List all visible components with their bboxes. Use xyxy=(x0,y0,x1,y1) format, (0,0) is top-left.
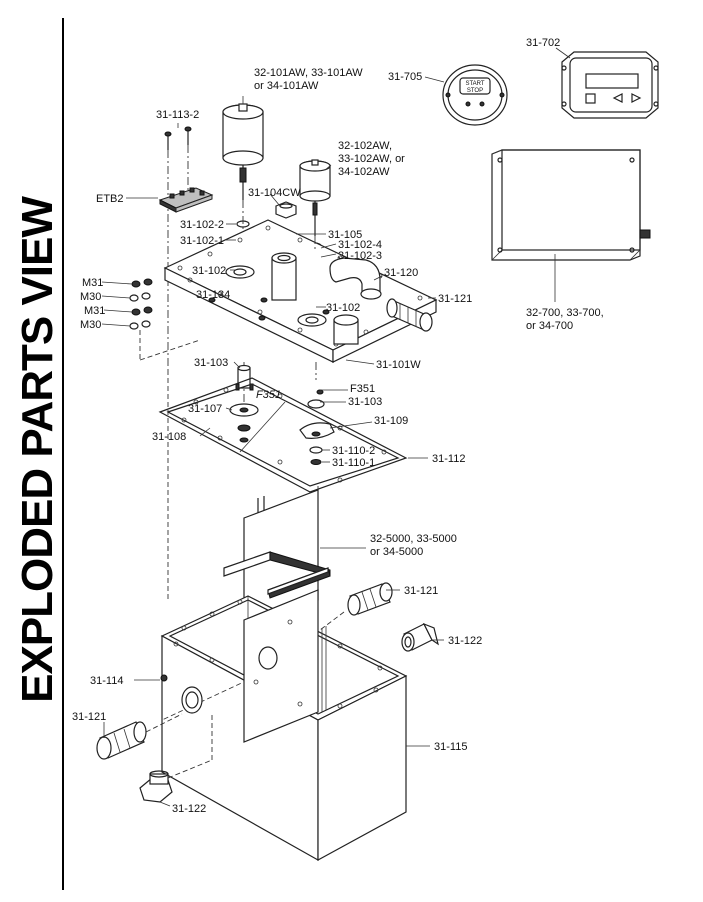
label-31-122-mid: 31-122 xyxy=(448,635,482,647)
label-m30-b: M30 xyxy=(80,319,101,331)
baffle-assembly xyxy=(223,486,331,629)
label-31-102-2: 31-102-2 xyxy=(180,219,224,231)
label-31-104cw: 31-104CW xyxy=(248,187,301,199)
label-motor-small-2: 33-102AW, or xyxy=(338,153,405,165)
bolts-31-113-2 xyxy=(164,126,192,370)
plug-31-122-mid xyxy=(401,622,439,652)
controller-box xyxy=(491,149,651,261)
label-31-103-a: 31-103 xyxy=(194,357,228,369)
fitting-31-121-bottom xyxy=(96,713,183,760)
label-31-110-1: 31-110-1 xyxy=(332,457,375,469)
label-etb2: ETB2 xyxy=(96,193,124,205)
label-31-108: 31-108 xyxy=(152,431,186,443)
label-m31-a: M31 xyxy=(82,277,103,289)
label-baffle-1: 32-5000, 33-5000 xyxy=(370,533,457,545)
part-labels: 32-101AW, 33-101AW or 34-101AW 32-102AW,… xyxy=(72,37,604,815)
label-31-120: 31-120 xyxy=(384,267,418,279)
leader-lines xyxy=(101,47,571,807)
label-baffle-2: or 34-5000 xyxy=(370,546,423,558)
terminal-block-etb2 xyxy=(158,187,214,213)
fitting-31-121-mid xyxy=(319,582,393,631)
label-f351-b: F351 xyxy=(350,383,375,395)
label-motor-small-1: 32-102AW, xyxy=(338,140,392,152)
label-31-107: 31-107 xyxy=(188,403,222,415)
plug-31-122-bottom xyxy=(139,712,213,803)
label-31-110-2: 31-110-2 xyxy=(332,445,375,457)
label-31-134: 31-134 xyxy=(196,289,230,301)
label-31-102-b: 31-102 xyxy=(326,302,360,314)
label-m30-a: M30 xyxy=(80,291,101,303)
tank-31-115 xyxy=(160,589,408,862)
label-31-109: 31-109 xyxy=(374,415,408,427)
stop-label: STOP xyxy=(467,88,483,94)
label-31-102-1: 31-102-1 xyxy=(180,235,224,247)
title-divider xyxy=(62,18,64,890)
large-motor xyxy=(222,103,264,200)
label-31-121-top: 31-121 xyxy=(438,293,472,305)
label-31-105: 31-105 xyxy=(328,229,362,241)
label-31-122-bottom: 31-122 xyxy=(172,803,206,815)
label-f351-a: F351 xyxy=(256,389,281,401)
label-31-114: 31-114 xyxy=(90,675,123,687)
fitting-31-121-top xyxy=(386,298,433,332)
label-motor-top-1: 32-101AW, 33-101AW xyxy=(254,67,363,79)
label-31-102-a: 31-102 xyxy=(192,265,226,277)
label-31-121-bottom: 31-121 xyxy=(72,711,106,723)
label-31-102-4: 31-102-4 xyxy=(338,239,382,251)
elbow-31-120 xyxy=(329,257,382,300)
label-motor-top-2: or 34-101AW xyxy=(254,80,319,92)
nuts-washers-left xyxy=(129,278,201,361)
start-label: START xyxy=(465,81,484,87)
label-31-102-3: 31-102-3 xyxy=(338,250,382,262)
label-controller-1: 32-700, 33-700, xyxy=(526,307,604,319)
label-31-112: 31-112 xyxy=(432,453,465,465)
label-31-103-b: 31-103 xyxy=(348,396,382,408)
title-column: EXPLODED PARTS VIEW xyxy=(0,0,70,902)
label-31-113-2: 31-113-2 xyxy=(156,109,199,121)
gasket-plate xyxy=(158,377,408,493)
label-31-702: 31-702 xyxy=(526,37,560,49)
small-motor xyxy=(299,159,331,236)
label-controller-2: or 34-700 xyxy=(526,320,573,332)
display-meter-31-702 xyxy=(561,51,659,119)
label-31-705: 31-705 xyxy=(388,71,422,83)
label-31-121-mid: 31-121 xyxy=(404,585,438,597)
label-motor-small-3: 34-102AW xyxy=(338,166,390,178)
label-31-101w: 31-101W xyxy=(376,359,421,371)
label-31-115: 31-115 xyxy=(434,741,467,753)
label-m31-b: M31 xyxy=(84,305,105,317)
start-stop-switch: START STOP xyxy=(442,64,508,126)
